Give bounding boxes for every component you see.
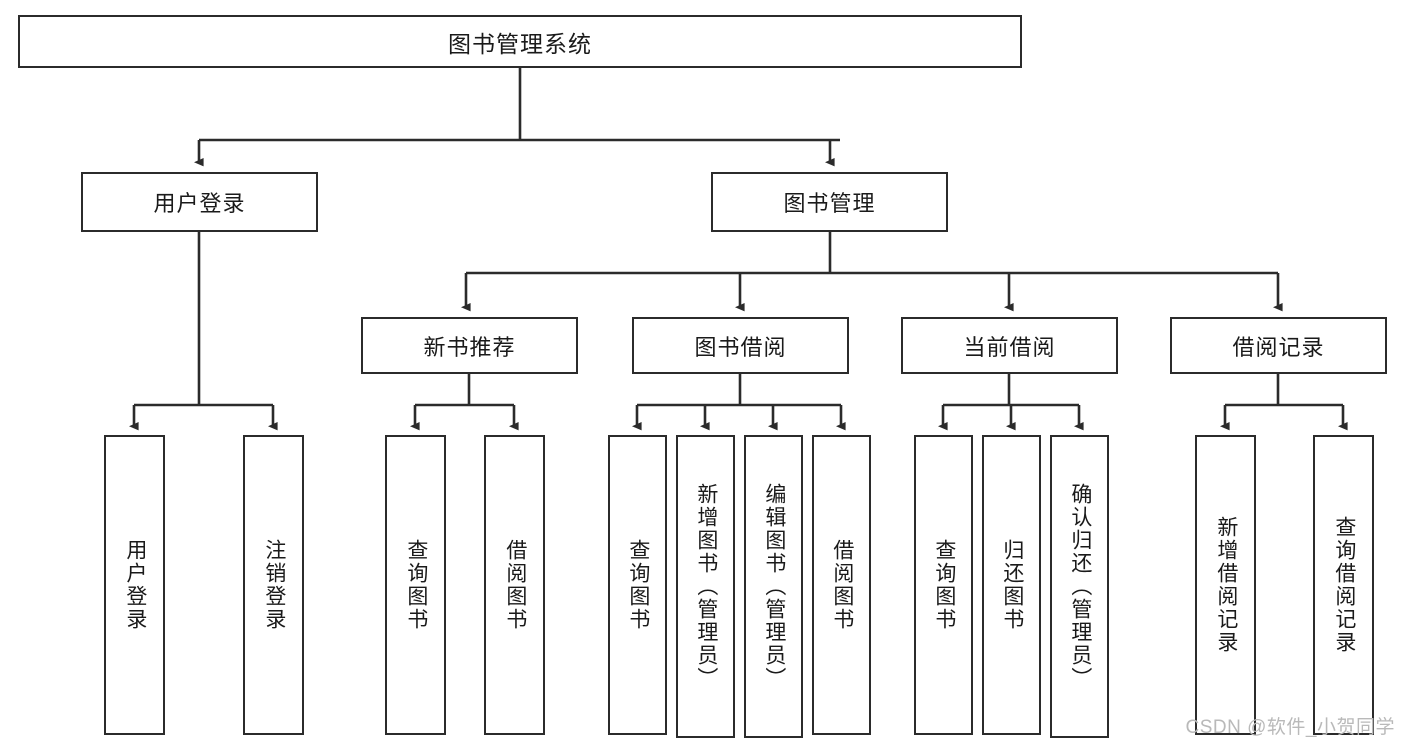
node-borrow-record[interactable]: 借阅记录 [1170,317,1387,374]
leaf-confirm-return[interactable]: 确认归还（管理员） [1050,435,1109,738]
leaf-edit-book-label: 编辑图书（管理员） [762,483,786,690]
node-borrow-record-label: 借阅记录 [1232,334,1325,360]
node-book-borrow-label: 图书借阅 [694,334,787,360]
leaf-return-book-label: 归还图书 [1000,539,1024,631]
node-new-book-recommend-label: 新书推荐 [423,334,516,360]
leaf-borrow-book-1[interactable]: 借阅图书 [484,435,545,735]
leaf-user-logout[interactable]: 注销登录 [243,435,304,735]
node-root[interactable]: 图书管理系统 [18,15,1022,68]
leaf-user-login[interactable]: 用户登录 [104,435,165,735]
leaf-query-book-1-label: 查询图书 [404,539,428,631]
leaf-edit-book[interactable]: 编辑图书（管理员） [744,435,803,738]
node-book-manage[interactable]: 图书管理 [711,172,948,232]
watermark-text: CSDN @软件_小贺同学 [1185,717,1395,738]
leaf-borrow-book-2-label: 借阅图书 [830,539,854,631]
leaf-query-book-2[interactable]: 查询图书 [608,435,667,735]
leaf-user-logout-label: 注销登录 [262,539,286,631]
leaf-add-book[interactable]: 新增图书（管理员） [676,435,735,738]
leaf-query-book-3[interactable]: 查询图书 [914,435,973,735]
leaf-query-book-2-label: 查询图书 [626,539,650,631]
leaf-user-login-label: 用户登录 [123,539,147,631]
node-book-borrow[interactable]: 图书借阅 [632,317,849,374]
node-book-manage-label: 图书管理 [783,191,876,216]
leaf-confirm-return-label: 确认归还（管理员） [1068,483,1092,690]
node-user-login[interactable]: 用户登录 [81,172,318,232]
node-user-login-label: 用户登录 [153,191,246,216]
leaf-query-book-3-label: 查询图书 [932,539,956,631]
leaf-add-book-label: 新增图书（管理员） [694,483,718,690]
leaf-query-book-1[interactable]: 查询图书 [385,435,446,735]
leaf-add-record-label: 新增借阅记录 [1214,516,1238,654]
node-new-book-recommend[interactable]: 新书推荐 [361,317,578,374]
leaf-return-book[interactable]: 归还图书 [982,435,1041,735]
node-current-borrow[interactable]: 当前借阅 [901,317,1118,374]
leaf-borrow-book-1-label: 借阅图书 [503,539,527,631]
leaf-query-record[interactable]: 查询借阅记录 [1313,435,1374,735]
node-current-borrow-label: 当前借阅 [963,334,1056,360]
leaf-query-record-label: 查询借阅记录 [1332,516,1356,654]
leaf-add-record[interactable]: 新增借阅记录 [1195,435,1256,735]
node-root-label: 图书管理系统 [448,30,592,57]
leaf-borrow-book-2[interactable]: 借阅图书 [812,435,871,735]
